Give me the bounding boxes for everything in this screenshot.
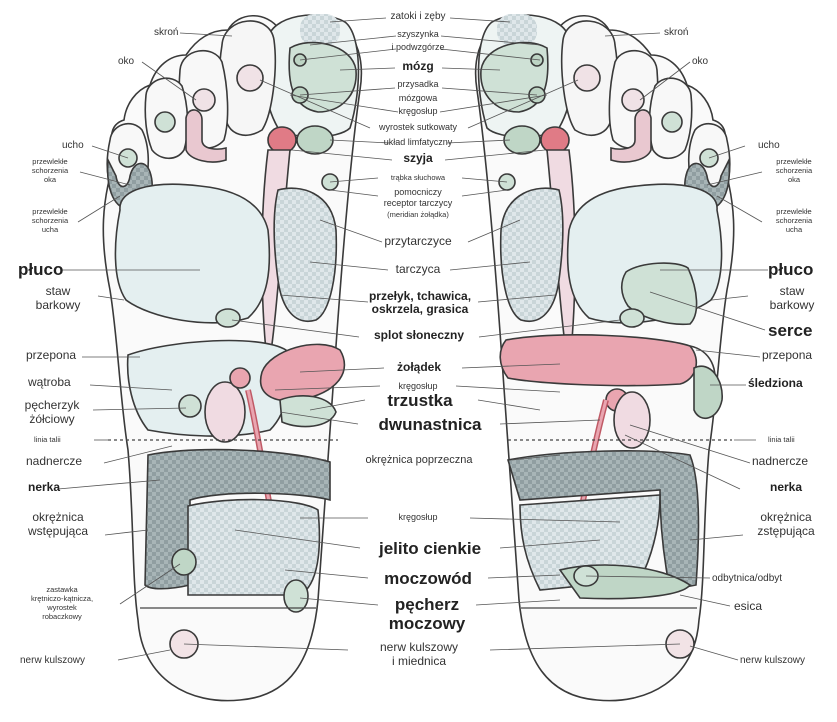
- label-szyszynka: szyszynka: [397, 30, 439, 39]
- label-oskrzela: oskrzela, grasica: [372, 304, 469, 315]
- right-label-przewlekle-oka-2: schorzenia: [776, 167, 812, 175]
- right-label-przewlekle-oka-3: oka: [788, 176, 800, 184]
- right-stomach: [500, 335, 696, 386]
- label-dwunastnica: dwunastnica: [379, 416, 482, 434]
- right-label-przewlekle-ucha-1: przewlekłe: [776, 208, 811, 216]
- left-label-przewlekle-ucha-1: przewlekłe: [32, 208, 67, 216]
- label-przysadka: przysadka: [397, 80, 438, 89]
- right-label-staw: staw: [780, 286, 805, 297]
- right-label-zstepujaca: zstępująca: [757, 526, 814, 537]
- label-szyja: szyja: [403, 153, 432, 164]
- label-moczowy: moczowy: [389, 615, 466, 633]
- left-label-nerw: nerw kulszowy: [20, 655, 85, 666]
- label-jelito: jelito cienkie: [379, 540, 481, 558]
- right-label-przewlekle-ucha-3: ucha: [786, 226, 802, 234]
- right-label-barkowy: barkowy: [770, 300, 815, 311]
- left-thyroid: [274, 188, 336, 321]
- left-label-przewlekle-oka-1: przewlekłe: [32, 158, 67, 166]
- label-uklad-limfatyczny: układ limfatyczny: [384, 138, 453, 147]
- left-label-oko: oko: [118, 56, 134, 67]
- left-label-watroba: wątroba: [28, 377, 71, 388]
- label-pomocniczy: pomocniczy: [394, 188, 442, 197]
- right-label-pluco: płuco: [768, 261, 813, 279]
- label-miednica: i miednica: [392, 656, 446, 667]
- left-label-okreznica: okrężnica: [32, 512, 83, 523]
- label-kregoslup-top: kręgosłup: [398, 107, 437, 116]
- left-label-zastawka-2: krętniczo-kątnicza,: [31, 595, 93, 603]
- label-wyrostek-sutkowaty: wyrostek sutkowaty: [379, 123, 457, 132]
- right-label-przewlekle-ucha-2: schorzenia: [776, 217, 812, 225]
- left-label-przewlekle-ucha-2: schorzenia: [32, 217, 68, 225]
- left-label-zastawka-4: robaczkowy: [42, 613, 82, 621]
- right-label-nerka: nerka: [770, 482, 802, 493]
- label-receptor: receptor tarczycy: [384, 199, 453, 208]
- label-trzustka: trzustka: [387, 392, 452, 410]
- label-przytarczyce: przytarczyce: [384, 236, 451, 247]
- left-lung: [115, 184, 269, 323]
- left-label-zastawka-1: zastawka: [46, 586, 77, 594]
- right-foot: [476, 14, 734, 701]
- label-zoladek: żołądek: [397, 362, 441, 373]
- left-label-pecherzyk: pęcherzyk: [25, 400, 80, 411]
- label-meridian: (meridian żołądka): [387, 211, 449, 219]
- right-label-nerw: nerw kulszowy: [740, 655, 805, 666]
- left-label-przewlekle-ucha-3: ucha: [42, 226, 58, 234]
- right-label-linia: linia talii: [768, 436, 795, 444]
- label-okreznica-poprzeczna: okrężnica poprzeczna: [365, 455, 472, 466]
- right-label-serce: serce: [768, 322, 812, 340]
- label-moczowod: moczowód: [384, 570, 472, 588]
- left-label-przepona: przepona: [26, 350, 76, 361]
- right-label-sledziona: śledziona: [748, 378, 803, 389]
- left-label-zolciowy: żółciowy: [29, 414, 74, 425]
- left-label-ucho: ucho: [62, 140, 84, 151]
- right-label-oko: oko: [692, 56, 708, 67]
- label-podwzgorze: i podwzgórze: [391, 43, 444, 52]
- right-label-ucho: ucho: [758, 140, 780, 151]
- left-label-barkowy: barkowy: [36, 300, 81, 311]
- label-tarczyca: tarczyca: [396, 264, 441, 275]
- label-kregoslup-low: kręgosłup: [398, 513, 437, 522]
- left-label-linia: linia talii: [34, 436, 61, 444]
- left-label-zastawka-3: wyrostek: [47, 604, 77, 612]
- right-label-okreznica: okrężnica: [760, 512, 811, 523]
- left-label-przewlekle-oka-2: schorzenia: [32, 167, 68, 175]
- label-zatoki: zatoki i zęby: [390, 11, 445, 22]
- right-label-przepona: przepona: [762, 350, 812, 361]
- left-label-nadnercze: nadnercze: [26, 456, 82, 467]
- right-label-esica: esica: [734, 601, 762, 612]
- left-foot: [103, 14, 361, 701]
- left-label-staw: staw: [46, 286, 71, 297]
- right-label-nadnercze: nadnercze: [752, 456, 808, 467]
- left-label-wstepujaca: wstępująca: [28, 526, 88, 537]
- right-label-skron: skroń: [664, 27, 688, 38]
- label-kregoslup-mid: kręgosłup: [398, 382, 437, 391]
- right-label-przewlekle-oka-1: przewlekłe: [776, 158, 811, 166]
- label-pecherz: pęcherz: [395, 596, 459, 614]
- label-trabka: trąbka słuchowa: [391, 174, 445, 182]
- label-przelyk: przełyk, tchawica,: [369, 291, 471, 302]
- label-mozgowa: mózgowa: [399, 94, 438, 103]
- left-label-pluco: płuco: [18, 261, 63, 279]
- left-label-nerka: nerka: [28, 482, 60, 493]
- left-label-przewlekle-oka-3: oka: [44, 176, 56, 184]
- label-nerw-center: nerw kulszowy: [380, 642, 458, 653]
- left-big-toe-sinus: [300, 14, 340, 46]
- label-splot: splot słoneczny: [374, 330, 464, 341]
- left-label-skron: skroń: [154, 27, 178, 38]
- label-mozg: mózg: [402, 61, 433, 72]
- right-label-odbytnica: odbytnica/odbyt: [712, 573, 782, 584]
